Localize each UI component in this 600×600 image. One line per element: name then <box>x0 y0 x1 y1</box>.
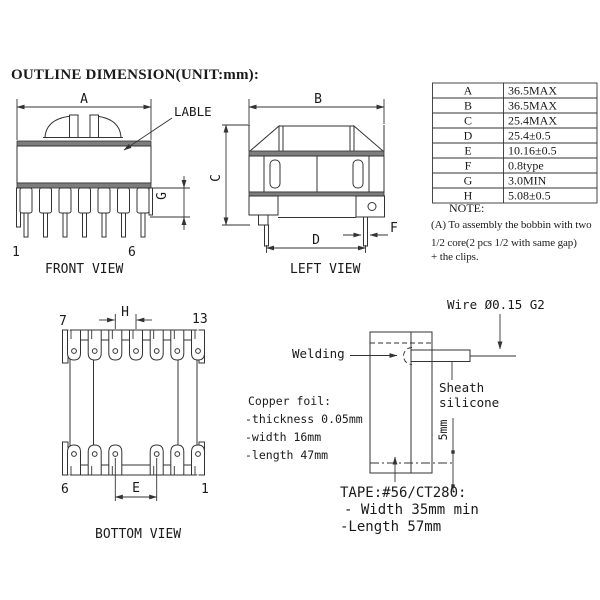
table-value: 0.8type <box>508 159 544 173</box>
dim-d-label: D <box>312 233 320 248</box>
front-view-caption: FRONT VIEW <box>45 262 123 277</box>
assembly-detail: Wire Ø0.15 G2 Welding Sheath silicone 5m… <box>245 297 545 535</box>
right-slot <box>352 159 364 189</box>
bottom-view-bottom-pins <box>67 444 205 475</box>
front-pin-1: 1 <box>12 245 20 260</box>
table-value: 25.4±0.5 <box>508 129 551 143</box>
front-pins <box>23 212 146 238</box>
note-line: + the clips. <box>431 251 479 263</box>
note-line: (A) To assembly the bobbin with two <box>431 219 592 231</box>
table-key: H <box>464 189 473 203</box>
bobbin-body <box>16 145 152 184</box>
table-key: E <box>464 144 471 158</box>
table-key: A <box>464 84 473 98</box>
dim-g-label: G <box>155 192 170 200</box>
front-pin-6: 6 <box>128 245 136 260</box>
front-view: A LABLE <box>12 92 212 277</box>
table-key: G <box>464 174 473 188</box>
bottom-pin-13: 13 <box>192 312 208 327</box>
dim-b-label: B <box>314 92 322 107</box>
tape-width: - Width 35mm min <box>344 502 479 518</box>
mount-hole <box>367 202 377 211</box>
page-title: OUTLINE DIMENSION(UNIT:mm): <box>11 67 259 83</box>
sheath-annotation-line2: silicone <box>439 395 499 410</box>
copper-foil-length: -length 47mm <box>245 448 328 462</box>
left-slot <box>269 159 281 189</box>
weld-spot <box>403 347 413 365</box>
dim-a-label: A <box>80 92 88 107</box>
lable-annotation: LABLE <box>174 104 212 119</box>
table-value: 36.5MAX <box>508 99 557 113</box>
copper-foil-width: -width 16mm <box>245 430 321 444</box>
table-value: 3.0MIN <box>508 174 547 188</box>
dim-c-label: C <box>209 174 224 182</box>
copper-foil-title: Copper foil: <box>248 394 331 408</box>
note-line: 1/2 core(2 pcs 1/2 with same gap) <box>431 237 577 249</box>
bottom-view-top-pins <box>67 330 205 361</box>
bottom-view: H 7 13 6 1 E BOTTOM VIEW <box>59 305 209 542</box>
note-block: NOTE: (A) To assembly the bobbin with tw… <box>431 201 592 263</box>
front-pin-shoulders <box>19 187 150 214</box>
dim-5mm-label: 5mm <box>436 420 450 441</box>
bottom-view-caption: BOTTOM VIEW <box>95 527 181 542</box>
bottom-pin-7: 7 <box>59 314 67 329</box>
bottom-pin-6: 6 <box>61 482 69 497</box>
welding-annotation: Welding <box>292 346 345 361</box>
table-value: 36.5MAX <box>508 84 557 98</box>
tape-length: -Length 57mm <box>340 519 441 535</box>
table-key: F <box>465 159 472 173</box>
left-view: B D F <box>209 92 398 277</box>
tape-body <box>369 331 433 474</box>
dim-e-label: E <box>132 481 140 496</box>
dimension-table: A 36.5MAX B 36.5MAX C 25.4MAX D 25.4±0.5… <box>432 82 598 204</box>
left-view-caption: LEFT VIEW <box>290 262 361 277</box>
copper-foil-thickness: -thickness 0.05mm <box>245 412 363 426</box>
dim-f-label: F <box>390 221 398 236</box>
table-key: B <box>464 99 472 113</box>
tape-title: TAPE:#56/CT280: <box>340 485 466 501</box>
table-key: D <box>464 129 473 143</box>
wire-annotation: Wire Ø0.15 G2 <box>447 297 545 312</box>
bottom-pin-1: 1 <box>201 482 209 497</box>
table-key: C <box>464 114 472 128</box>
note-heading: NOTE: <box>449 201 484 215</box>
table-value: 10.16±0.5 <box>508 144 557 158</box>
bottom-flange <box>16 182 152 189</box>
table-value: 25.4MAX <box>508 114 557 128</box>
table-value: 5.08±0.5 <box>508 189 551 203</box>
dim-h-label: H <box>121 305 129 320</box>
sheath-annotation-line1: Sheath <box>439 380 484 395</box>
